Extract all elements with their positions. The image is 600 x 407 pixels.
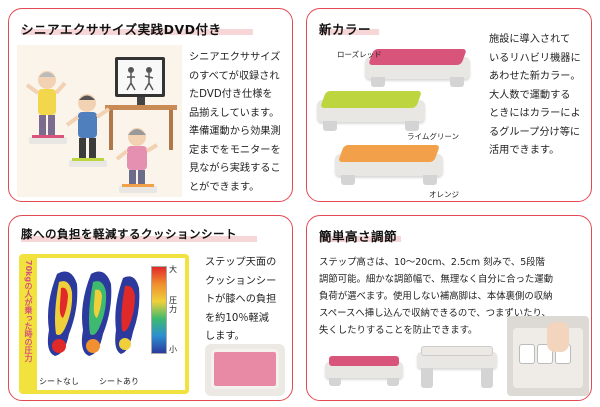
step-high-height (417, 346, 497, 392)
label-orange: オレンジ (429, 190, 459, 199)
pressure-side-label: 70kgの人が乗った時の圧力 (24, 260, 33, 363)
step-low-height (325, 356, 403, 390)
height-text-line-2: 調節可能。細かな調節幅で、無理なく自分に合った運動 (319, 274, 554, 285)
color-text-line-3: あわせた新カラー。 (489, 71, 581, 82)
title-underline (21, 29, 253, 35)
step-rose-red (365, 49, 470, 87)
dvd-text-line-8: とができます。 (189, 181, 260, 193)
panel-dvd: シニアエクササイズ実践DVD付き シニアエクササイズ の (8, 8, 293, 202)
cushion-text-line-2: クッションシー (205, 275, 277, 287)
scale-low: 小 (169, 345, 177, 354)
color-text-line-6: るグループ分け等に (489, 126, 581, 138)
dvd-text-line-3: たDVD付き仕様を (189, 89, 273, 100)
title-underline (319, 29, 379, 35)
dvd-text-line-7: 見ながら実践するこ (189, 163, 281, 174)
height-text-line-4: スペースへ挿し込んで収納できるので、つまずいたり、 (319, 308, 551, 319)
panel-new-color-title: 新カラー (319, 22, 372, 37)
color-text-line-5: ときにはカラーによ (489, 108, 581, 119)
cushion-text-line-5: します。 (205, 331, 245, 342)
dvd-text-line-5: 準備運動から効果測 (189, 126, 281, 137)
height-text-line-5: 失くしたりすることを防止できます。 (319, 325, 478, 336)
pressure-scale (151, 266, 167, 354)
scale-label: 圧力 (169, 296, 177, 314)
panel-height-title: 簡単高さ調節 (319, 229, 398, 244)
height-text-line-1: ステップ高さは、10～20cm、2.5cm 刻みで、5段階 (319, 257, 545, 268)
color-text-line-7: 活用できます。 (489, 145, 560, 156)
panel-dvd-title: シニアエクササイズ実践DVD付き (21, 22, 222, 37)
dvd-text-line-4: 品揃えしています。 (189, 107, 280, 119)
dvd-text-line-2: のすべてが収録され (189, 70, 280, 82)
cushion-text-line-4: を約10％軽減 (205, 312, 269, 324)
step-lime-green (317, 91, 425, 131)
caption-no-sheet: シートなし (39, 377, 79, 386)
pressure-map-image (47, 271, 140, 356)
height-text-line-3: 負荷が選べます。使用しない補高脚は、本体裏側の収納 (319, 291, 553, 302)
storage-underside-image (507, 316, 589, 396)
panel-height-adjust: 簡単高さ調節 ステップ高さは、10～20cm、2.5cm 刻みで、5段階 調節可… (306, 215, 592, 401)
dvd-text-line-6: 定までをモニターを (189, 144, 281, 156)
caption-with-sheet: シートあり (99, 377, 139, 386)
label-lime-green: ライムグリーン (407, 132, 459, 141)
dvd-text-line-1: シニアエクササイズ (189, 52, 281, 63)
panel-cushion: 膝への負担を軽減するクッションシート 70kgの人が乗った時の圧力 シートな (8, 215, 293, 401)
title-underline (21, 236, 257, 242)
pressure-map-figure: 70kgの人が乗った時の圧力 シートなし シートあり (19, 254, 189, 394)
exercise-illustration (17, 45, 182, 197)
scale-high: 大 (169, 265, 177, 274)
cushion-step-image (205, 344, 285, 396)
color-text-line-1: 施設に導入されて (489, 34, 571, 45)
step-orange (335, 145, 443, 185)
panel-cushion-title: 膝への負担を軽減するクッションシート (21, 227, 237, 241)
label-rose-red: ローズレッド (337, 50, 382, 59)
title-underline (319, 236, 401, 242)
color-text-line-2: いるリハビリ機器に (489, 52, 581, 64)
panel-new-color: 新カラー ローズレッド ライムグリーン オレンジ 施設に導入されて いるリハビリ… (306, 8, 592, 202)
cushion-text-line-1: ステップ天面の (205, 257, 277, 268)
cushion-text-line-3: トが膝への負担 (205, 294, 277, 305)
color-text-line-4: 大人数で運動する (489, 89, 571, 101)
